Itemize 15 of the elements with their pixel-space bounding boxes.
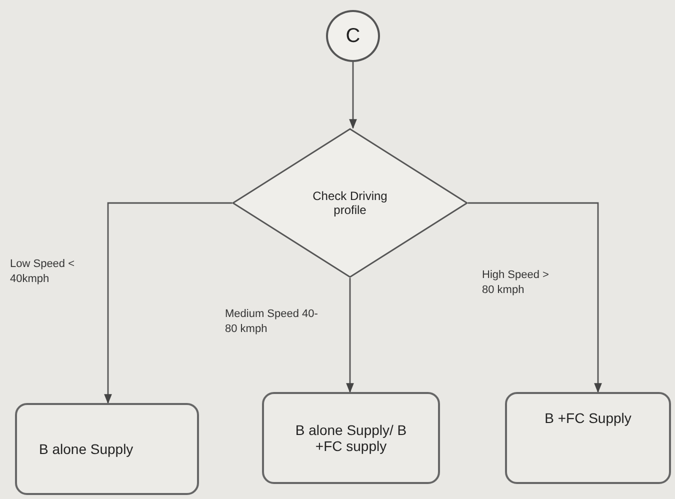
arrow — [349, 62, 357, 129]
process-box — [262, 392, 440, 484]
process-box — [15, 403, 199, 495]
edge-label: Medium Speed 40-80 kmph — [225, 307, 320, 337]
connector-circle — [326, 10, 380, 62]
arrow — [468, 202, 602, 393]
process-box — [505, 392, 671, 484]
node-text: B +FC Supply — [544, 410, 632, 426]
node-text: C — [346, 24, 360, 48]
node-text: B alone Supply/ B +FC supply — [294, 422, 408, 454]
decision-diamond — [232, 128, 468, 278]
arrow — [346, 278, 354, 393]
node-text: B alone Supply — [39, 441, 134, 457]
arrow — [104, 202, 232, 404]
node-text: Check Driving profile — [312, 189, 388, 217]
